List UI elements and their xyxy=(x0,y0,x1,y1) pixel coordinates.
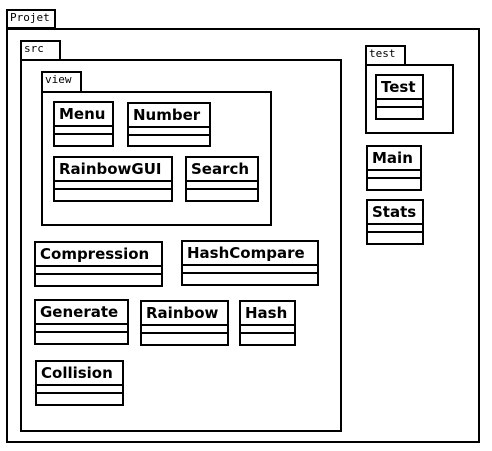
class-attributes xyxy=(187,182,257,190)
class-attributes xyxy=(368,225,422,233)
class-name-rainbowgui: RainbowGUI xyxy=(55,158,171,182)
package-tab-projet: Projet xyxy=(6,9,56,29)
class-hashcompare[interactable]: HashCompare xyxy=(181,240,319,286)
class-name-main: Main xyxy=(368,147,420,171)
package-label-test: test xyxy=(369,47,396,60)
class-operations xyxy=(36,275,161,281)
class-operations xyxy=(55,190,171,196)
class-attributes xyxy=(36,325,127,333)
class-name-stats: Stats xyxy=(368,201,422,225)
class-name-hash: Hash xyxy=(241,302,294,326)
class-attributes xyxy=(55,127,112,135)
class-name-collision: Collision xyxy=(37,362,122,386)
class-number[interactable]: Number xyxy=(127,102,211,147)
class-operations xyxy=(183,274,317,280)
class-menu[interactable]: Menu xyxy=(53,101,114,147)
class-attributes xyxy=(241,326,294,334)
class-name-test: Test xyxy=(377,76,422,100)
class-compression[interactable]: Compression xyxy=(34,241,163,287)
class-name-menu: Menu xyxy=(55,103,112,127)
class-operations xyxy=(377,108,422,114)
package-tab-src: src xyxy=(20,40,61,61)
class-name-number: Number xyxy=(129,104,209,128)
class-attributes xyxy=(368,171,420,179)
class-name-generate: Generate xyxy=(36,301,127,325)
class-operations xyxy=(36,333,127,339)
class-attributes xyxy=(377,100,422,108)
class-name-hashcompare: HashCompare xyxy=(183,242,317,266)
class-collision[interactable]: Collision xyxy=(35,360,124,406)
class-operations xyxy=(142,334,227,340)
class-rainbowgui[interactable]: RainbowGUI xyxy=(53,156,173,202)
package-label-projet: Projet xyxy=(10,11,50,24)
class-stats[interactable]: Stats xyxy=(366,199,424,245)
class-attributes xyxy=(36,267,161,275)
class-operations xyxy=(368,233,422,239)
class-operations xyxy=(37,394,122,400)
class-operations xyxy=(55,135,112,141)
class-attributes xyxy=(55,182,171,190)
class-main[interactable]: Main xyxy=(366,145,422,191)
class-search[interactable]: Search xyxy=(185,156,259,202)
class-rainbow[interactable]: Rainbow xyxy=(140,300,229,346)
package-tab-test: test xyxy=(365,45,406,66)
class-operations xyxy=(187,190,257,196)
class-attributes xyxy=(142,326,227,334)
class-test[interactable]: Test xyxy=(375,74,424,120)
class-operations xyxy=(129,136,209,142)
class-name-rainbow: Rainbow xyxy=(142,302,227,326)
package-label-view: view xyxy=(45,73,72,86)
class-operations xyxy=(241,334,294,340)
class-attributes xyxy=(129,128,209,136)
class-name-search: Search xyxy=(187,158,257,182)
class-attributes xyxy=(37,386,122,394)
package-tab-view: view xyxy=(41,71,82,93)
class-operations xyxy=(368,179,420,185)
class-generate[interactable]: Generate xyxy=(34,299,129,345)
class-hash[interactable]: Hash xyxy=(239,300,296,346)
class-attributes xyxy=(183,266,317,274)
class-name-compression: Compression xyxy=(36,243,161,267)
package-label-src: src xyxy=(24,42,44,55)
